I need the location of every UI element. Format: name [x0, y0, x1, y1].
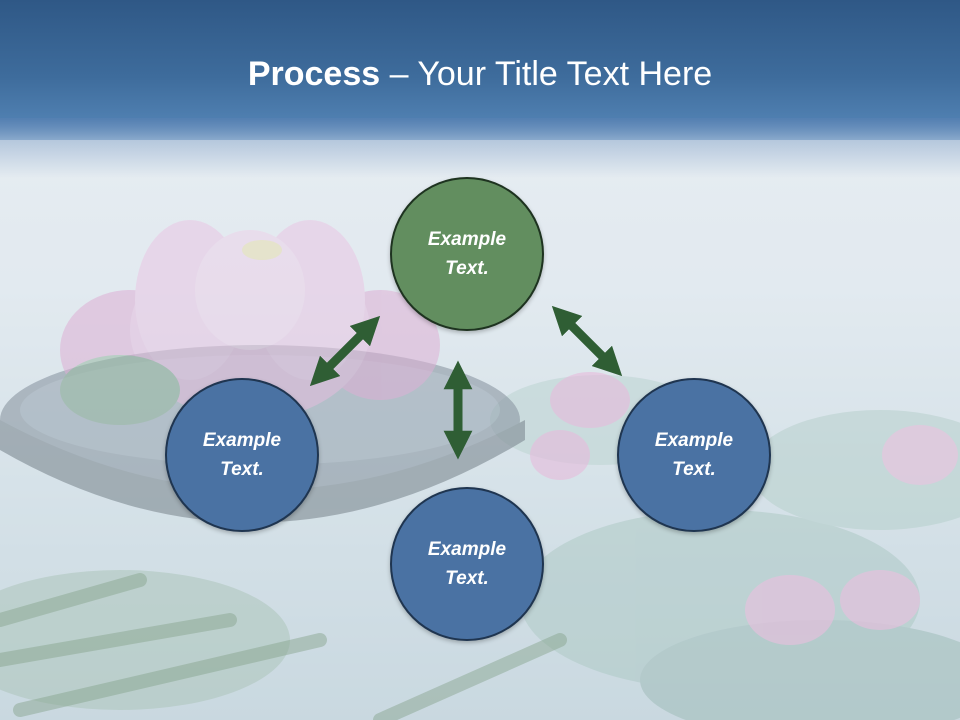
process-node-left: Example Text. [165, 378, 319, 532]
process-node-top-text: Example Text. [427, 229, 507, 279]
process-node-left-text: Example Text. [202, 430, 282, 480]
title-bar [0, 0, 960, 140]
slide-title: Process – Your Title Text Here [0, 52, 960, 96]
process-node-bottom-text: Example Text. [427, 539, 507, 589]
process-node-right: Example Text. [617, 378, 771, 532]
process-node-bottom: Example Text. [390, 487, 544, 641]
process-node-right-text: Example Text. [654, 430, 734, 480]
slide-title-rest: – Your Title Text Here [380, 55, 713, 93]
arrow-top-left [309, 315, 381, 387]
slide-title-bold: Process [247, 55, 381, 93]
process-node-top: Example Text. [390, 177, 544, 331]
arrow-top-right [551, 305, 623, 377]
title-bar-fade [0, 118, 960, 178]
